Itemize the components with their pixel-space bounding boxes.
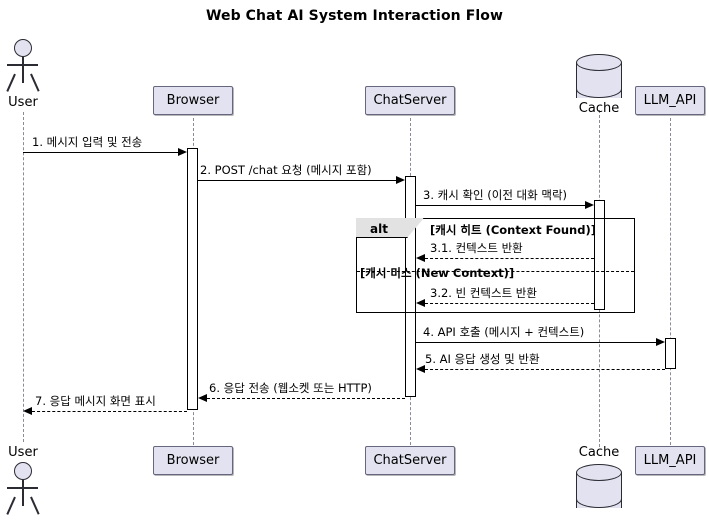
- message-label-2: 2. POST /chat 요청 (메시지 포함): [200, 163, 372, 177]
- message-line-2: [198, 180, 396, 181]
- message-line-6: [207, 398, 405, 399]
- message-arrow-3-1: [416, 254, 425, 262]
- message-label-3-1: 3.1. 컨텍스트 반환: [430, 241, 523, 255]
- alt-fragment-condition-1: [캐시 히트 (Context Found)]: [430, 223, 596, 237]
- actor-body-icon-bottom: [22, 480, 24, 506]
- actor-body-icon: [22, 57, 24, 83]
- activation-cache: [594, 200, 605, 310]
- message-arrow-4: [656, 338, 665, 346]
- alt-fragment-operator: alt: [370, 222, 388, 236]
- message-line-3-1: [425, 258, 594, 259]
- alt-fragment-condition-2: [캐시 미스 (New Context)]: [360, 266, 515, 280]
- actor-leg-left-icon-bottom: [6, 496, 16, 515]
- message-label-1: 1. 메시지 입력 및 전송: [32, 135, 143, 149]
- actor-head-icon-bottom: [14, 462, 32, 480]
- activation-llm_api: [665, 338, 676, 369]
- diagram-title: Web Chat AI System Interaction Flow: [205, 8, 504, 24]
- database-cylinder-icon-bottom: [576, 464, 622, 516]
- message-line-3-2: [425, 303, 594, 304]
- message-line-7: [32, 411, 187, 412]
- actor-leg-left-icon: [6, 73, 16, 92]
- message-label-7: 7. 응답 메시지 화면 표시: [35, 394, 156, 408]
- message-label-5: 5. AI 응답 생성 및 반환: [425, 352, 540, 366]
- message-arrow-2: [396, 176, 405, 184]
- participant-browser-bottom[interactable]: Browser: [153, 446, 233, 475]
- actor-leg-right-icon-bottom: [30, 496, 40, 515]
- activation-chatserver: [405, 176, 416, 397]
- activation-browser: [187, 148, 198, 410]
- participant-label-cache-bottom: Cache: [578, 445, 620, 460]
- message-arrow-7: [23, 407, 32, 415]
- message-line-4: [416, 342, 656, 343]
- participant-label-cache-top: Cache: [578, 101, 620, 116]
- message-label-4: 4. API 호출 (메시지 + 컨텍스트): [423, 325, 585, 339]
- participant-chatserver-bottom[interactable]: ChatServer: [365, 446, 455, 475]
- participant-llm_api-top[interactable]: LLM_API: [635, 86, 705, 115]
- message-label-3: 3. 캐시 확인 (이전 대화 맥락): [423, 188, 568, 202]
- message-label-6: 6. 응답 전송 (웹소켓 또는 HTTP): [209, 381, 372, 395]
- database-cylinder-icon: [576, 54, 622, 106]
- actor-arms-icon-bottom: [7, 487, 38, 489]
- participant-llm_api-bottom[interactable]: LLM_API: [635, 446, 705, 475]
- actor-arms-icon: [7, 64, 38, 66]
- participant-chatserver-top[interactable]: ChatServer: [365, 86, 455, 115]
- participant-browser-top[interactable]: Browser: [153, 86, 233, 115]
- lifeline-llm_api: [670, 118, 671, 445]
- participant-label-user-bottom: User: [8, 445, 38, 460]
- lifeline-user: [23, 112, 24, 442]
- actor-head-icon: [14, 39, 32, 57]
- message-arrow-5: [416, 365, 425, 373]
- message-line-3: [416, 205, 585, 206]
- alt-fragment-divider: [357, 271, 634, 272]
- message-label-3-2: 3.2. 빈 컨텍스트 반환: [430, 286, 537, 300]
- message-arrow-3-2: [416, 299, 425, 307]
- alt-fragment: [356, 218, 635, 313]
- participant-label-user-top: User: [8, 95, 38, 110]
- actor-leg-right-icon: [30, 73, 40, 92]
- message-arrow-3: [585, 201, 594, 209]
- message-line-5: [425, 369, 665, 370]
- message-arrow-1: [178, 148, 187, 156]
- message-arrow-6: [198, 394, 207, 402]
- message-line-1: [23, 152, 178, 153]
